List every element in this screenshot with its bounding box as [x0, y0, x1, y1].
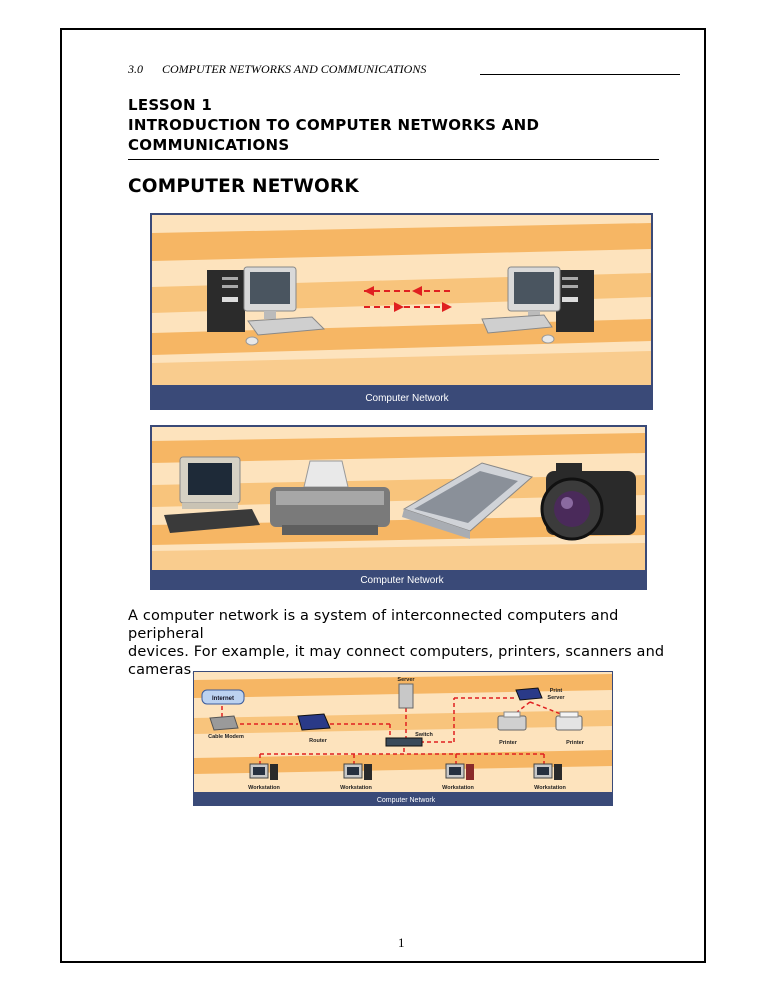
- body-paragraph: A computer network is a system of interc…: [128, 607, 688, 679]
- printer-right-label: Printer: [566, 740, 585, 746]
- figure3-caption: Computer Network: [377, 797, 436, 804]
- computer-left-icon: [207, 266, 326, 346]
- print-server-label-line2: Server: [547, 695, 565, 701]
- section-number: 3.0: [128, 62, 143, 76]
- router-label: Router: [309, 738, 328, 744]
- print-server-icon: [515, 687, 543, 701]
- workstation-4-icon: [533, 763, 562, 780]
- lesson-rule: [128, 159, 659, 160]
- body-line1: A computer network is a system of interc…: [128, 608, 619, 642]
- body-line3: cameras.: [128, 662, 197, 678]
- figure-devices: Computer Network: [150, 425, 647, 590]
- cable-modem-icon: [209, 715, 239, 731]
- printer-right-icon: [555, 711, 583, 731]
- page-border: [60, 28, 706, 963]
- page-number: 1: [398, 935, 405, 950]
- header-rule: [480, 74, 680, 75]
- network-links: [221, 697, 567, 764]
- printer-left-icon: [497, 711, 527, 731]
- figure1-caption: Computer Network: [365, 393, 449, 404]
- server-icon: [398, 683, 414, 709]
- workstation-2-label: Workstation: [340, 785, 372, 791]
- desktop-computer-icon: [164, 456, 260, 533]
- printer-left-label: Printer: [499, 740, 518, 746]
- section-title: COMPUTER NETWORKS AND COMMUNICATIONS: [162, 62, 427, 76]
- workstation-3-icon: [445, 763, 474, 780]
- router-icon: [297, 713, 331, 731]
- internet-cloud-icon: [201, 689, 245, 705]
- lesson-title-line2: COMMUNICATIONS: [128, 136, 290, 154]
- printer-icon: [270, 460, 390, 535]
- internet-label: Internet: [212, 696, 234, 702]
- body-line2: devices. For example, it may connect com…: [128, 644, 665, 660]
- lesson-number: LESSON 1: [128, 96, 213, 114]
- workstation-3-label: Workstation: [442, 785, 474, 791]
- figure2-caption: Computer Network: [360, 575, 444, 586]
- switch-label: Switch: [415, 732, 433, 738]
- computer-right-icon: [481, 266, 594, 344]
- figure-network-diagram: Internet Cable Modem Router Server Switc…: [193, 671, 613, 806]
- scanner-icon: [402, 462, 534, 539]
- workstation-2-icon: [343, 763, 372, 780]
- print-server-label-line1: Print: [550, 688, 563, 694]
- running-header: 3.0 COMPUTER NETWORKS AND COMMUNICATIONS: [128, 62, 426, 77]
- cable-modem-label: Cable Modem: [208, 734, 244, 740]
- workstation-4-label: Workstation: [534, 785, 566, 791]
- switch-icon: [385, 737, 423, 747]
- server-label: Server: [397, 677, 415, 683]
- figure-two-computers: Computer Network: [150, 213, 653, 410]
- workstation-1-icon: [249, 763, 278, 780]
- page-title: COMPUTER NETWORK: [128, 176, 359, 197]
- workstation-1-label: Workstation: [248, 785, 280, 791]
- lesson-title-line1: INTRODUCTION TO COMPUTER NETWORKS AND: [128, 116, 540, 134]
- data-flow-arrows: [364, 286, 452, 312]
- camera-icon: [540, 463, 636, 541]
- lesson-heading: LESSON 1 INTRODUCTION TO COMPUTER NETWOR…: [128, 95, 539, 155]
